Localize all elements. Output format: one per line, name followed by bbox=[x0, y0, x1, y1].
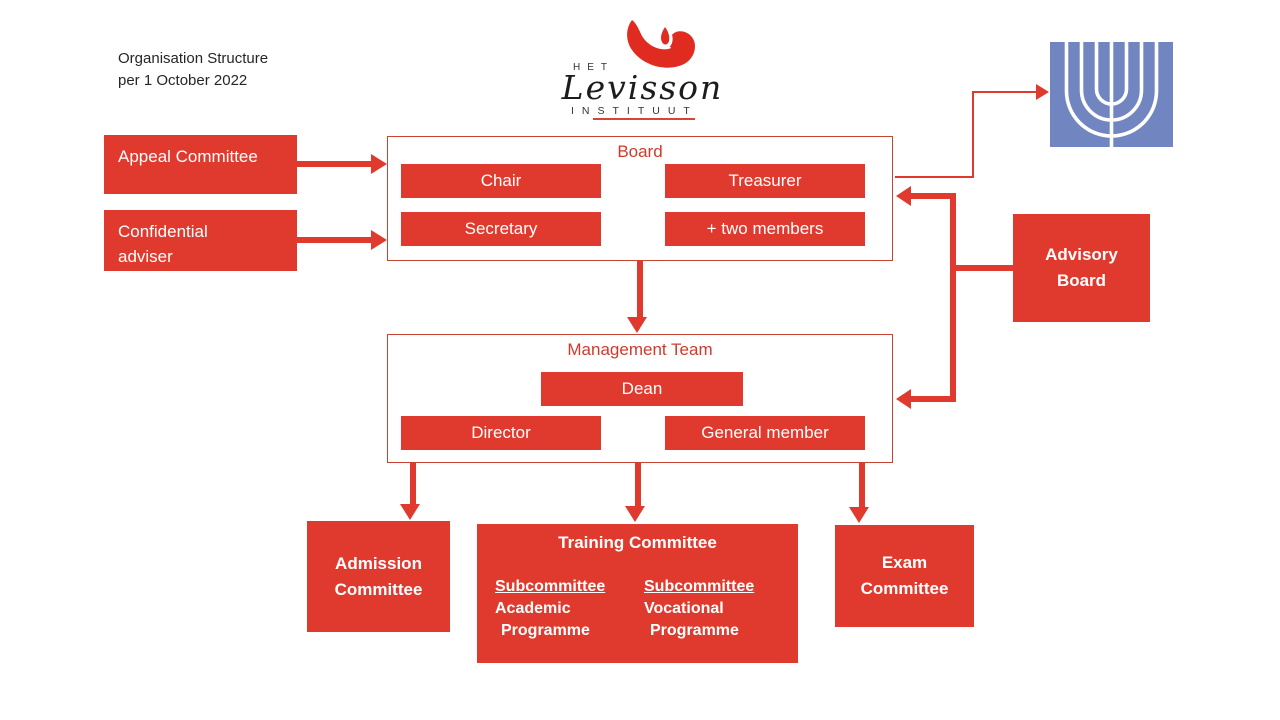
arrow-advisory-to-management-shaft bbox=[910, 396, 956, 402]
training-subcommittees: Subcommittee Academic Programme Subcommi… bbox=[495, 576, 793, 642]
arrow-to-training-head bbox=[625, 506, 645, 522]
arrow-board-to-management-head bbox=[627, 317, 647, 333]
board-chair-box: Chair bbox=[401, 164, 601, 198]
dean-label: Dean bbox=[621, 379, 663, 398]
board-members-box: + two members bbox=[665, 212, 865, 246]
subcommittee-academic-line2: Programme bbox=[501, 622, 590, 639]
arrow-to-admission-head bbox=[400, 504, 420, 520]
arrow-to-menorah-head bbox=[1036, 84, 1049, 100]
management-team-title: Management Team bbox=[567, 340, 713, 359]
board-secretary-box: Secretary bbox=[401, 212, 601, 246]
board-treasurer-label: Treasurer bbox=[728, 171, 802, 190]
admission-committee-label: Admission Committee bbox=[334, 553, 423, 599]
subcommittee-academic: Subcommittee Academic Programme bbox=[495, 576, 644, 642]
levisson-logo: HET Levisson INSTITUUT bbox=[555, 12, 730, 124]
logo-underline bbox=[593, 118, 695, 120]
exam-committee-label: Exam Committee bbox=[860, 553, 949, 598]
menorah-glyph bbox=[1064, 42, 1159, 147]
subcommittee-academic-line1: Academic bbox=[495, 600, 571, 617]
arrow-advisory-to-board-shaft bbox=[910, 193, 956, 199]
arrow-advisory-to-board-head bbox=[896, 186, 911, 206]
board-secretary-label: Secretary bbox=[464, 219, 538, 238]
arrow-to-admission-shaft bbox=[410, 463, 416, 506]
arrow-board-to-management-shaft bbox=[637, 261, 643, 318]
confidential-adviser-box: Confidential adviser bbox=[104, 210, 297, 271]
exam-committee-box: Exam Committee bbox=[835, 525, 974, 627]
slide-note-line2: per 1 October 2022 bbox=[118, 72, 248, 89]
arrow-to-exam-head bbox=[849, 507, 869, 523]
board-to-menorah-line-2 bbox=[972, 91, 974, 178]
director-label: Director bbox=[471, 423, 531, 442]
arrow-appeal-to-board-head bbox=[371, 154, 387, 174]
board-treasurer-box: Treasurer bbox=[665, 164, 865, 198]
training-committee-title: Training Committee bbox=[558, 533, 717, 552]
board-members-label: + two members bbox=[706, 219, 824, 238]
arrow-confidential-to-board-shaft bbox=[297, 237, 373, 243]
appeal-committee-label: Appeal Committee bbox=[118, 147, 258, 166]
logo-instituut-text: INSTITUUT bbox=[571, 105, 698, 117]
slide-note: Organisation Structure per 1 October 202… bbox=[118, 48, 268, 92]
advisory-connector-vertical bbox=[950, 193, 956, 402]
confidential-adviser-label: Confidential adviser bbox=[118, 222, 208, 266]
shofar-flame-icon bbox=[627, 20, 695, 68]
advisory-connector-horizontal bbox=[950, 265, 1013, 271]
admission-committee-box: Admission Committee bbox=[307, 521, 450, 632]
subcommittee-vocational: Subcommittee Vocational Programme bbox=[644, 576, 793, 642]
subcommittee-vocational-line1: Vocational bbox=[644, 600, 724, 617]
director-box: Director bbox=[401, 416, 601, 450]
menorah-icon bbox=[1050, 42, 1173, 147]
arrow-to-training-shaft bbox=[635, 463, 641, 507]
logo-het-text: HET bbox=[573, 62, 614, 73]
dean-box: Dean bbox=[541, 372, 743, 406]
board-to-menorah-line-1 bbox=[895, 176, 974, 178]
arrow-confidential-to-board-head bbox=[371, 230, 387, 250]
logo-name-text: Levisson bbox=[561, 68, 724, 107]
general-member-box: General member bbox=[665, 416, 865, 450]
subcommittee-academic-heading: Subcommittee bbox=[495, 578, 606, 595]
board-chair-label: Chair bbox=[480, 171, 522, 190]
appeal-committee-box: Appeal Committee bbox=[104, 135, 297, 194]
training-committee-box: Training Committee Subcommittee Academic… bbox=[477, 524, 798, 663]
advisory-board-label: Advisory Board bbox=[1045, 245, 1118, 290]
general-member-label: General member bbox=[701, 423, 829, 442]
subcommittee-vocational-line2: Programme bbox=[650, 622, 739, 639]
arrow-appeal-to-board-shaft bbox=[297, 161, 373, 167]
arrow-advisory-to-management-head bbox=[896, 389, 911, 409]
advisory-board-box: Advisory Board bbox=[1013, 214, 1150, 322]
board-title: Board bbox=[617, 142, 663, 161]
subcommittee-vocational-heading: Subcommittee bbox=[644, 578, 755, 595]
board-to-menorah-line-3 bbox=[974, 91, 1037, 93]
slide-note-line1: Organisation Structure bbox=[118, 50, 269, 67]
management-team-box: Management Team Dean Director General me… bbox=[387, 334, 893, 463]
arrow-to-exam-shaft bbox=[859, 463, 865, 508]
board-box: Board Chair Treasurer Secretary + two me… bbox=[387, 136, 893, 261]
